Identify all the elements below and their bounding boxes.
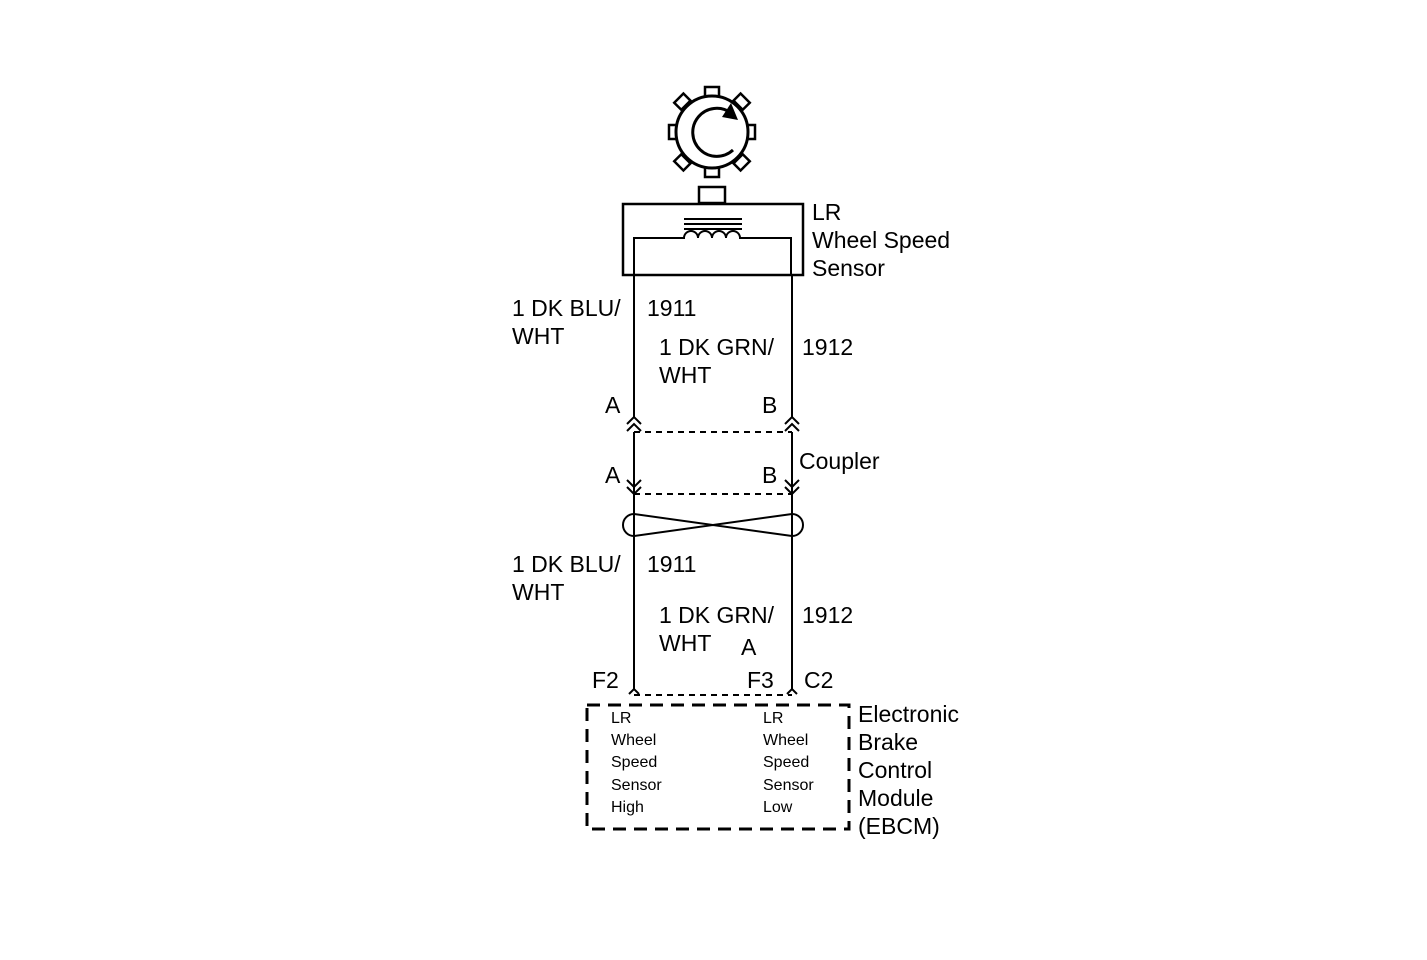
ebcm-high-input-line3: Speed	[611, 754, 657, 771]
coil-icon	[633, 218, 792, 276]
sensor-tip	[697, 185, 727, 205]
lower-left-wire-circuit: 1911	[647, 551, 696, 577]
coupler-top-pin-a: A	[605, 392, 621, 418]
ebcm-high-input-line5: High	[611, 799, 644, 816]
ebcm-module-box	[585, 703, 851, 831]
rotation-arc	[691, 106, 735, 158]
twisted-pair-icon	[622, 512, 804, 538]
lower-right-wire-color-line2: WHT	[659, 630, 711, 656]
sensor-label-line3: Sensor	[812, 255, 885, 281]
ebcm-high-input-line2: Wheel	[611, 732, 656, 749]
upper-left-wire-color-line1: 1 DK BLU/	[512, 295, 621, 321]
lower-left-wire-color-line1: 1 DK BLU/	[512, 551, 621, 577]
upper-right-wire-color-line1: 1 DK GRN/	[659, 334, 775, 360]
ebcm-high-input-line4: Sensor	[611, 777, 662, 794]
coupler-bottom-pin-b: B	[762, 462, 777, 488]
ebcm-title-line2: Brake	[858, 729, 918, 755]
lower-left-wire-color-line2: WHT	[512, 579, 564, 605]
lower-right-wire-color-line1: 1 DK GRN/	[659, 602, 775, 628]
coupler-label: Coupler	[799, 448, 880, 474]
rotation-arrowhead	[722, 103, 738, 120]
coupler-top-pin-b: B	[762, 392, 777, 418]
lower-right-wire-circuit: 1912	[802, 602, 853, 628]
upper-right-wire-circuit: 1912	[802, 334, 853, 360]
ebcm-high-input-line1: LR	[611, 710, 631, 727]
reluctor-wheel-icon	[667, 85, 757, 179]
ebcm-terminals	[628, 687, 798, 695]
ebcm-title-line4: Module	[858, 785, 933, 811]
upper-left-wire-color-line2: WHT	[512, 323, 564, 349]
ebcm-title-line5: (EBCM)	[858, 813, 940, 839]
ebcm-low-input-line4: Sensor	[763, 777, 814, 794]
coupler-upper-terminals	[626, 415, 800, 432]
sensor-label-line2: Wheel Speed	[812, 227, 950, 253]
lower-stray-label-a: A	[741, 634, 757, 660]
ebcm-pin-f3: F3	[747, 667, 774, 693]
ebcm-title-line1: Electronic	[858, 701, 959, 727]
ebcm-low-input-line3: Speed	[763, 754, 809, 771]
ebcm-low-input-line2: Wheel	[763, 732, 808, 749]
ebcm-title-line3: Control	[858, 757, 932, 783]
ebcm-pin-c2: C2	[804, 667, 833, 693]
upper-left-wire-circuit: 1911	[647, 295, 696, 321]
sensor-housing	[621, 202, 805, 277]
upper-right-wire-color-line2: WHT	[659, 362, 711, 388]
coupler-bottom-pin-a: A	[605, 462, 621, 488]
ebcm-low-input-line5: Low	[763, 799, 793, 816]
ebcm-pin-f2: F2	[592, 667, 619, 693]
sensor-label-line1: LR	[812, 199, 841, 225]
ebcm-low-input-line1: LR	[763, 710, 783, 727]
